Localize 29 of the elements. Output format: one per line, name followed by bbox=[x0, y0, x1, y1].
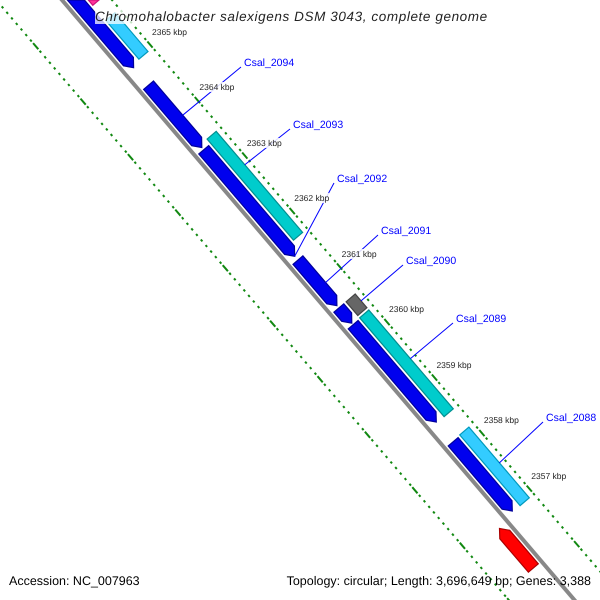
gene-label: Csal_2094 bbox=[244, 57, 294, 69]
scale-label: 2365 kbp bbox=[152, 26, 187, 37]
gene-feature bbox=[292, 255, 338, 306]
gene-label: Csal_2092 bbox=[337, 173, 388, 185]
gene-feature bbox=[333, 302, 352, 324]
scale-label: 2359 kbp bbox=[436, 360, 472, 370]
scale-label: 2364 kbp bbox=[199, 82, 234, 92]
title: Chromohalobacter salexigens DSM 3043, complete genome bbox=[95, 9, 488, 24]
gene-bar bbox=[87, 0, 101, 6]
leader-line bbox=[498, 422, 544, 464]
scale-label: 2358 kbp bbox=[484, 415, 519, 426]
scale-label: 2361 kbp bbox=[342, 248, 377, 259]
gene-feature bbox=[498, 528, 540, 574]
gene-box bbox=[345, 293, 368, 316]
gene-label: Csal_2093 bbox=[293, 119, 344, 131]
gene-bar bbox=[458, 426, 530, 506]
gene-label: Csal_2089 bbox=[456, 313, 506, 325]
scale-label: 2362 kbp bbox=[294, 193, 330, 204]
scale-label: 2363 kbp bbox=[246, 138, 282, 148]
gene-label: Csal_2090 bbox=[406, 255, 456, 267]
gene-label: Csal_2088 bbox=[546, 412, 596, 424]
scale-label: 2357 kbp bbox=[531, 470, 566, 481]
scale-label: 2360 kbp bbox=[389, 304, 424, 314]
leader-line bbox=[360, 264, 404, 302]
gene-label: Csal_2091 bbox=[381, 225, 432, 237]
gene-feature bbox=[447, 436, 513, 512]
accession-text: Accession: NC_007963 bbox=[9, 574, 140, 588]
gene-feature bbox=[347, 320, 437, 423]
topology-text: Topology: circular; Length: 3,696,649 bp; Genes: 3,388 bbox=[286, 574, 591, 588]
